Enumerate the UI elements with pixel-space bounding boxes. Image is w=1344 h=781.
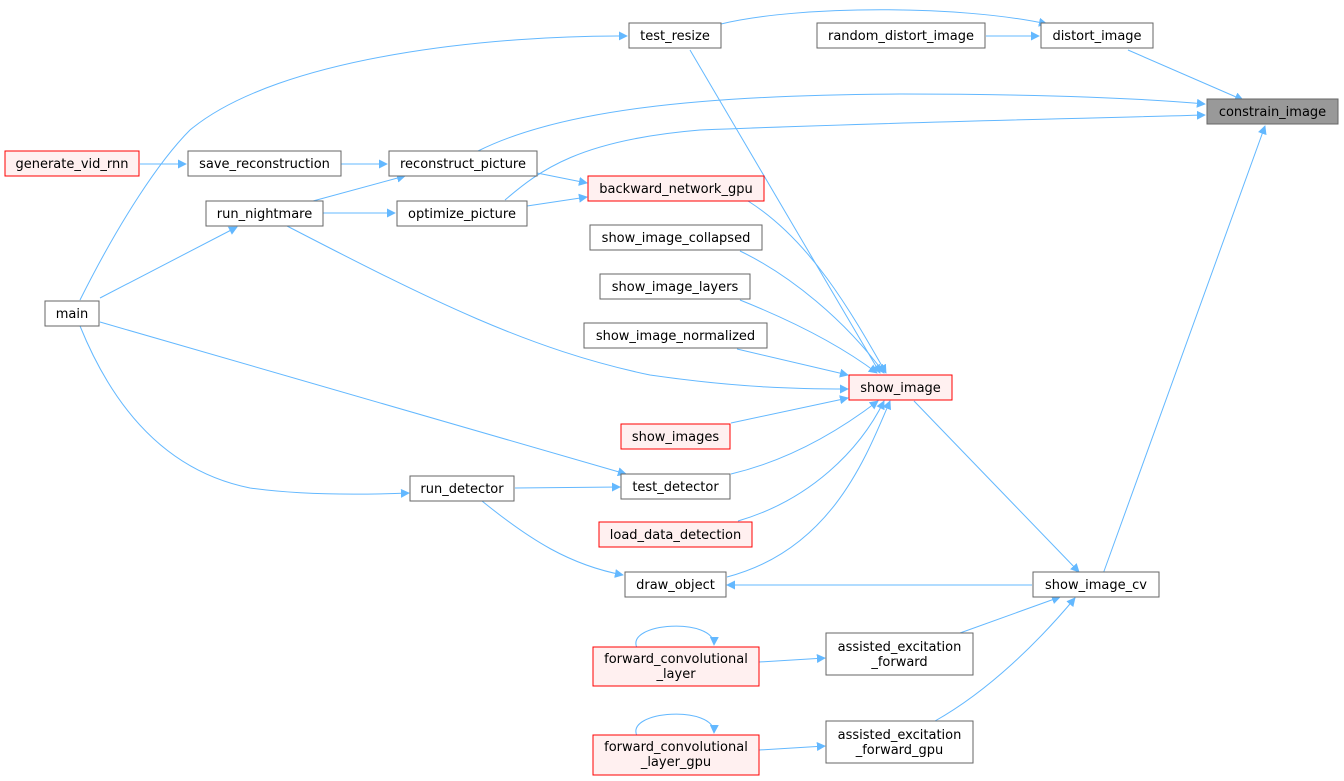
node-label: distort_image xyxy=(1052,29,1141,44)
edge-show-image-cv-to-constrain-image xyxy=(1102,125,1267,575)
node-backward-network-gpu[interactable]: backward_network_gpu xyxy=(587,175,765,202)
node-label: show_images xyxy=(632,430,720,445)
edge-main-to-test-resize xyxy=(79,31,628,301)
node-label: backward_network_gpu xyxy=(599,182,752,197)
node-run-nightmare[interactable]: run_nightmare xyxy=(205,200,324,227)
node-label: show_image_normalized xyxy=(596,329,755,344)
node-forward-convolutional-layer-gpu[interactable]: forward_convolutional _layer_gpu xyxy=(592,734,760,776)
node-label: show_image_cv xyxy=(1045,578,1147,593)
edge-test-detector-to-show-image xyxy=(730,400,879,475)
edge-show-images-to-show-image xyxy=(730,395,849,424)
node-run-detector[interactable]: run_detector xyxy=(409,475,515,502)
node-test-resize[interactable]: test_resize xyxy=(628,22,722,49)
edge-reconstruct-picture-to-constrain-image xyxy=(477,93,1206,152)
edge-assisted-excitation-forward-gpu-to-show-image-cv xyxy=(934,597,1076,722)
node-random-distort-image[interactable]: random_distort_image xyxy=(816,22,986,49)
node-assisted-excitation-forward[interactable]: assisted_excitation _forward xyxy=(825,632,974,676)
edge-test-resize-to-show-image xyxy=(689,49,881,374)
node-show-image-cv[interactable]: show_image_cv xyxy=(1032,571,1160,598)
node-main[interactable]: main xyxy=(44,300,100,327)
edge-load-data-detection-to-show-image xyxy=(737,400,885,522)
edge-forward-convolutional-layer-gpu-self-loop xyxy=(635,713,719,737)
node-show-image-collapsed[interactable]: show_image_collapsed xyxy=(589,224,763,251)
edge-run-detector-to-draw-object xyxy=(481,500,624,578)
edge-assisted-excitation-forward-to-show-image-cv xyxy=(959,595,1061,634)
edge-test-resize-to-distort-image xyxy=(720,9,1048,27)
node-label-line-1: forward_convolutional xyxy=(604,652,748,667)
edge-distort-image-to-constrain-image xyxy=(1127,49,1244,101)
node-label: test_detector xyxy=(632,480,719,495)
node-label-line-2: _forward xyxy=(870,655,927,670)
node-label: show_image xyxy=(860,381,941,396)
edge-show-image-normalized-to-show-image xyxy=(736,348,849,378)
nodes: constrain_image distort_image random_dis… xyxy=(4,22,1339,776)
node-label: show_image_layers xyxy=(612,280,739,295)
node-label: reconstruct_picture xyxy=(400,157,526,172)
node-label-line-1: assisted_excitation xyxy=(838,640,962,655)
edge-draw-object-to-show-image xyxy=(726,400,891,578)
edge-main-to-run-nightmare xyxy=(99,226,238,299)
edge-reconstruct-picture-to-backward-network-gpu xyxy=(536,172,588,186)
edge-run-nightmare-to-show-image xyxy=(286,225,849,394)
edge-optimize-picture-to-constrain-image xyxy=(504,110,1206,201)
edge-show-image-layers-to-show-image xyxy=(739,299,878,374)
edge-show-image-to-show-image-cv xyxy=(913,400,1080,573)
node-label: random_distort_image xyxy=(828,29,974,44)
node-reconstruct-picture[interactable]: reconstruct_picture xyxy=(388,150,538,177)
node-show-images[interactable]: show_images xyxy=(620,423,731,450)
node-assisted-excitation-forward-gpu[interactable]: assisted_excitation _forward_gpu xyxy=(825,720,974,764)
node-label: generate_vid_rnn xyxy=(15,157,128,172)
node-save-reconstruction[interactable]: save_reconstruction xyxy=(187,150,342,177)
node-label-line-1: forward_convolutional xyxy=(604,740,748,755)
node-label: draw_object xyxy=(636,578,715,593)
node-label-line-2: _forward_gpu xyxy=(855,743,944,758)
node-label: save_reconstruction xyxy=(199,157,330,172)
node-label: main xyxy=(56,307,88,322)
edge-main-to-test-detector xyxy=(99,321,627,477)
node-label: constrain_image xyxy=(1219,105,1326,120)
node-label: show_image_collapsed xyxy=(602,231,751,246)
edges xyxy=(79,9,1267,751)
edge-main-to-run-detector xyxy=(79,325,410,498)
node-constrain-image[interactable]: constrain_image xyxy=(1206,98,1339,125)
edge-backward-network-gpu-to-show-image xyxy=(747,200,887,374)
node-label: run_nightmare xyxy=(217,207,312,222)
node-label-line-2: _layer xyxy=(655,667,696,682)
edge-optimize-picture-to-backward-network-gpu xyxy=(526,193,588,207)
node-generate-vid-rnn[interactable]: generate_vid_rnn xyxy=(4,150,140,177)
node-label-line-2: _layer_gpu xyxy=(640,755,711,770)
node-load-data-detection[interactable]: load_data_detection xyxy=(598,521,753,548)
node-draw-object[interactable]: draw_object xyxy=(624,571,727,598)
node-show-image-layers[interactable]: show_image_layers xyxy=(599,273,751,300)
node-label: load_data_detection xyxy=(610,528,741,543)
edge-forward-convolutional-layer-self-loop xyxy=(635,625,719,649)
node-forward-convolutional-layer[interactable]: forward_convolutional _layer xyxy=(592,646,760,687)
edge-run-detector-to-test-detector xyxy=(514,482,621,492)
edge-run-nightmare-to-reconstruct-picture xyxy=(312,173,406,202)
node-distort-image[interactable]: distort_image xyxy=(1040,22,1154,49)
node-label: test_resize xyxy=(640,29,710,44)
node-label: run_detector xyxy=(420,482,504,497)
edge-forward-convolutional-layer-gpu-to-assisted-excitation-forward-gpu xyxy=(758,741,826,751)
node-show-image-normalized[interactable]: show_image_normalized xyxy=(583,322,768,349)
node-label: optimize_picture xyxy=(408,207,516,222)
node-test-detector[interactable]: test_detector xyxy=(620,473,731,500)
edge-forward-convolutional-layer-to-assisted-excitation-forward xyxy=(758,653,826,663)
edge-show-image-collapsed-to-show-image xyxy=(739,250,885,374)
node-label-line-1: assisted_excitation xyxy=(838,728,962,743)
node-show-image[interactable]: show_image xyxy=(848,374,953,401)
node-optimize-picture[interactable]: optimize_picture xyxy=(396,200,528,227)
